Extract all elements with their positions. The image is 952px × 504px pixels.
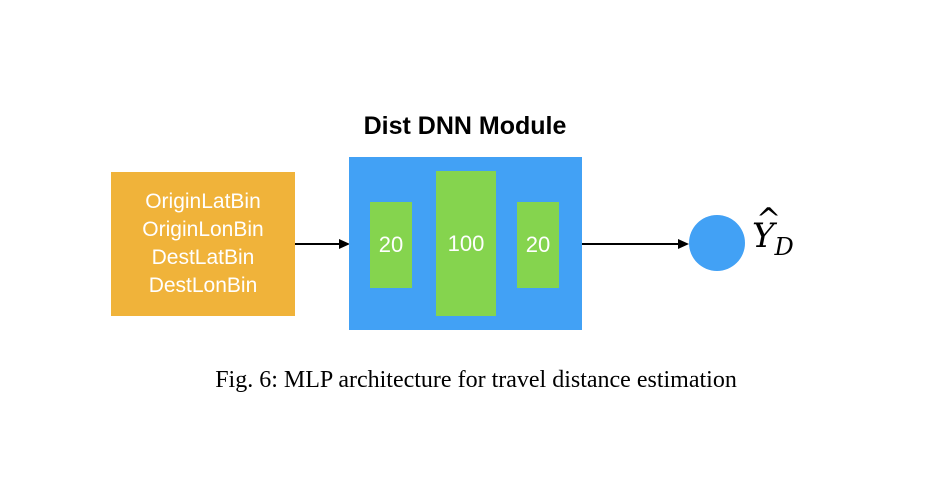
output-node xyxy=(689,215,745,271)
hidden-layer-3-units: 20 xyxy=(525,232,551,257)
input-feature-origin-lat: OriginLatBin xyxy=(145,190,261,213)
hidden-layer-1: 20 xyxy=(370,202,412,288)
input-to-module-arrow xyxy=(295,239,350,249)
output-subscript: D xyxy=(774,233,794,261)
output-symbol: Y xyxy=(752,216,775,256)
hidden-layer-2-units: 100 xyxy=(447,230,485,256)
hidden-layer-3: 20 xyxy=(517,202,559,288)
dnn-module-box: 20 100 20 xyxy=(349,157,582,330)
input-feature-dest-lon: DestLonBin xyxy=(148,274,258,297)
hidden-layer-1-units: 20 xyxy=(378,232,404,257)
input-feature-dest-lat: DestLatBin xyxy=(151,246,255,269)
module-to-output-arrow xyxy=(582,239,689,249)
output-hat: ^ xyxy=(756,202,782,237)
output-label: ^ Y D xyxy=(752,202,794,267)
output-symbol-wrap: ^ Y xyxy=(752,202,781,256)
input-feature-origin-lon: OriginLonBin xyxy=(142,218,264,241)
figure-caption: Fig. 6: MLP architecture for travel dist… xyxy=(215,367,737,393)
module-title: Dist DNN Module xyxy=(363,112,567,140)
input-features-box: OriginLatBin OriginLonBin DestLatBin Des… xyxy=(111,172,295,316)
hidden-layer-2: 100 xyxy=(436,171,496,316)
